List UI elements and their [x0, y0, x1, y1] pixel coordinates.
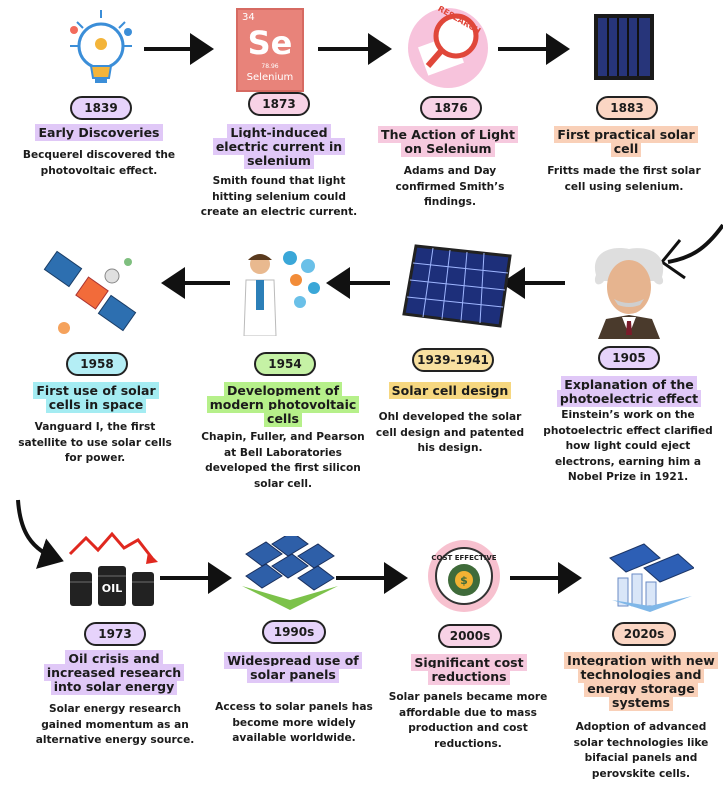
milestone-desc-1839: Becquerel discovered the photovoltaic ef… [22, 149, 176, 177]
solar-cell-icon [594, 14, 654, 80]
year-badge-1839: 1839 [70, 96, 132, 120]
title-text: Explanation of the photoelectric effect [556, 376, 702, 407]
milestone-title-1954: Development of modern photovoltaic cells [200, 382, 366, 428]
milestone-title-1958: First use of solar cells in space [14, 382, 178, 414]
title-text: Solar cell design [388, 382, 512, 399]
milestone-title-1876: The Action of Light on Selenium [370, 126, 526, 158]
milestone-title-1990s: Widespread use of solar panels [218, 652, 368, 684]
year-badge-2020s: 2020s [612, 622, 676, 646]
title-text: Early Discoveries [35, 124, 163, 141]
milestone-desc-1958: Vanguard I, the first satellite to use s… [18, 421, 172, 464]
title-text: Light-induced electric current in seleni… [212, 124, 346, 169]
milestone-title-1883: First practical solar cell [548, 126, 704, 158]
title-text: Development of modern photovoltaic cells [206, 382, 360, 427]
oil-label: OIL [102, 582, 122, 595]
milestone-title-2020s: Integration with new technologies and en… [560, 652, 722, 712]
year-badge-1873: 1873 [248, 92, 310, 116]
title-text: The Action of Light on Selenium [378, 126, 518, 157]
milestone-desc-1876: Adams and Day confirmed Smith’s findings… [395, 165, 505, 208]
year-badge-1990s: 1990s [262, 620, 326, 644]
milestone-title-2000s: Significant cost reductions [396, 654, 542, 686]
milestone-title-1973: Oil crisis and increased research into s… [30, 650, 198, 696]
solar-farm-icon [242, 536, 338, 610]
milestone-desc-2020s: Adoption of advanced solar technologies … [573, 721, 709, 780]
lightbulb-idea-icon [70, 10, 132, 83]
selenium-mass: 78.96 [261, 63, 279, 70]
year-badge-1876: 1876 [420, 96, 482, 120]
cost-effective-icon: $ COST EFFECTIVE [428, 540, 500, 612]
title-text: Significant cost reductions [411, 654, 527, 685]
selenium-element-icon: 34 Se 78.96 Selenium [236, 8, 304, 92]
milestone-desc-1939-1941: Ohl developed the solar cell design and … [375, 411, 525, 454]
year-badge-2000s: 2000s [438, 624, 502, 648]
milestone-desc-1973: Solar energy research gained momentum as… [35, 703, 195, 746]
milestone-desc-1905: Einstein’s work on the photoelectric eff… [543, 409, 713, 483]
selenium-name: Selenium [246, 72, 294, 83]
einstein-portrait-icon [594, 248, 664, 339]
milestone-desc-1873: Smith found that light hitting selenium … [200, 175, 358, 218]
title-text: Widespread use of solar panels [224, 652, 362, 683]
arrow-curve-1883-1905 [667, 223, 723, 264]
oil-barrels-icon: OIL [68, 531, 158, 606]
milestone-title-1905: Explanation of the photoelectric effect [552, 376, 706, 408]
milestone-title-1939-1941: Solar cell design [380, 382, 520, 400]
research-magnifier-icon: RESEARCH [408, 6, 488, 88]
scientist-icon [243, 251, 320, 336]
satellite-icon [43, 250, 137, 334]
title-text: Oil crisis and increased research into s… [43, 650, 185, 695]
milestone-title-1839: Early Discoveries [20, 124, 178, 142]
selenium-number: 34 [242, 12, 255, 23]
year-badge-1958: 1958 [66, 352, 128, 376]
selenium-symbol: Se [247, 24, 293, 62]
milestone-title-1873: Light-induced electric current in seleni… [206, 124, 352, 170]
year-badge-1939-1941: 1939-1941 [412, 348, 494, 372]
title-text: First practical solar cell [554, 126, 698, 157]
energy-storage-icon [609, 543, 694, 612]
title-text: Integration with new technologies and en… [564, 652, 718, 711]
milestone-desc-2000s: Solar panels became more affordable due … [388, 691, 548, 750]
cost-label: COST EFFECTIVE [431, 554, 496, 562]
title-text: First use of solar cells in space [33, 382, 159, 413]
year-badge-1973: 1973 [84, 622, 146, 646]
milestone-desc-1954: Chapin, Fuller, and Pearson at Bell Labo… [201, 431, 365, 490]
year-badge-1905: 1905 [598, 346, 660, 370]
arrow-curve-1958-1973 [16, 499, 64, 569]
solar-panel-icon [402, 244, 512, 328]
milestone-desc-1990s: Access to solar panels has become more w… [215, 701, 373, 744]
year-badge-1954: 1954 [254, 352, 316, 376]
year-badge-1883: 1883 [596, 96, 658, 120]
svg-text:$: $ [460, 574, 468, 587]
milestone-desc-1883: Fritts made the first solar cell using s… [547, 165, 701, 193]
